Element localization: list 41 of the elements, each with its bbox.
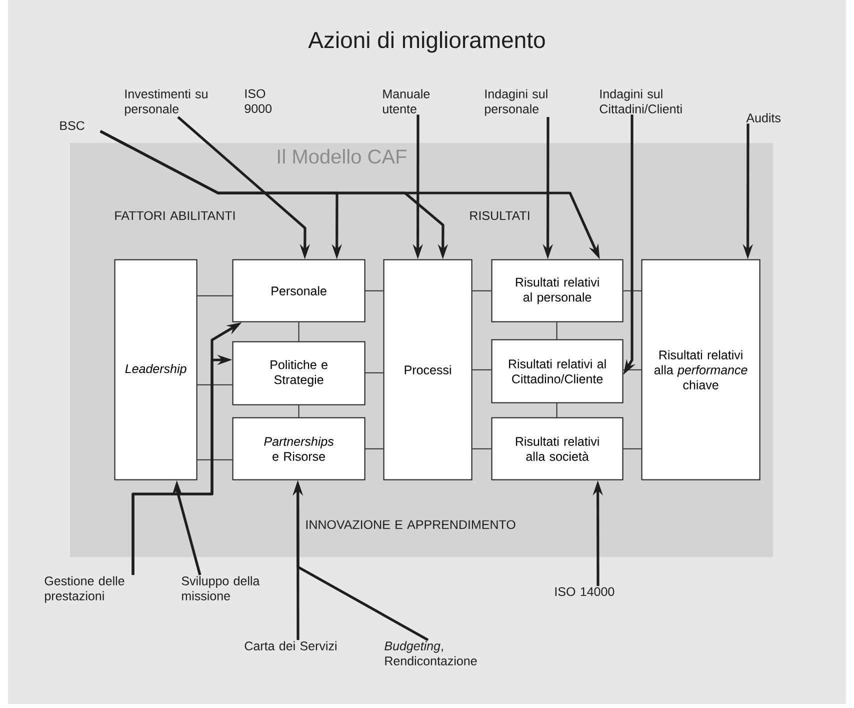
connector-line — [472, 369, 492, 370]
connector-line — [364, 290, 384, 292]
section-label: FATTORI ABILITANTI — [115, 211, 235, 220]
tool-label: Sviluppo della missione — [182, 576, 260, 600]
section-label: ISO 9000 — [244, 89, 272, 114]
model-box: Risultati relativi al personale — [491, 259, 624, 322]
connector-line — [298, 404, 300, 418]
tool-label: Budgeting, Rendicontazione — [384, 641, 477, 666]
tool-label: Indagini sul Cittadini/Clienti — [600, 89, 682, 114]
tool-label: Audits — [746, 113, 780, 122]
connector-line — [472, 448, 492, 450]
model-box: Politiche e Strategie — [232, 341, 366, 406]
model-box: Personale — [232, 259, 366, 322]
tool-label: Indagini sul personale — [485, 89, 548, 116]
tool-label: Investimenti su personale — [125, 89, 208, 116]
model-box: Processi — [383, 259, 472, 480]
tool-label: Gestione delle prestazioni — [44, 576, 124, 603]
connector-line — [364, 372, 384, 374]
connector-line — [196, 384, 233, 386]
model-box: Leadership — [114, 259, 198, 480]
model-box: Risultati relativi al Cittadino/Cliente — [491, 339, 624, 404]
connector-line — [196, 295, 233, 296]
connector-line — [556, 322, 558, 340]
tool-label: ISO 14000 — [555, 587, 614, 596]
section-label: RISULTATI — [470, 211, 530, 220]
connector-line — [364, 448, 384, 450]
tool-label: BSC — [60, 121, 84, 130]
model-box: Risultati relativi alla società — [491, 417, 624, 480]
model-box: Partnerships e Risorse — [232, 417, 366, 480]
model-box: Risultati relativi alla performance chiave — [641, 259, 760, 480]
title: Azioni di miglioramento — [308, 31, 545, 53]
section-label: INNOVAZIONE E APPRENDIMENTO — [306, 520, 516, 530]
connector-line — [472, 290, 492, 292]
connector-line — [622, 290, 642, 292]
tool-label: Manuale utente — [383, 89, 430, 114]
connector-line — [622, 448, 642, 450]
connector-line — [556, 402, 558, 418]
connector-line — [298, 322, 300, 342]
connector-line — [196, 459, 233, 460]
connector-line — [622, 369, 642, 370]
tool-label: Carta dei Servizi — [244, 641, 336, 650]
